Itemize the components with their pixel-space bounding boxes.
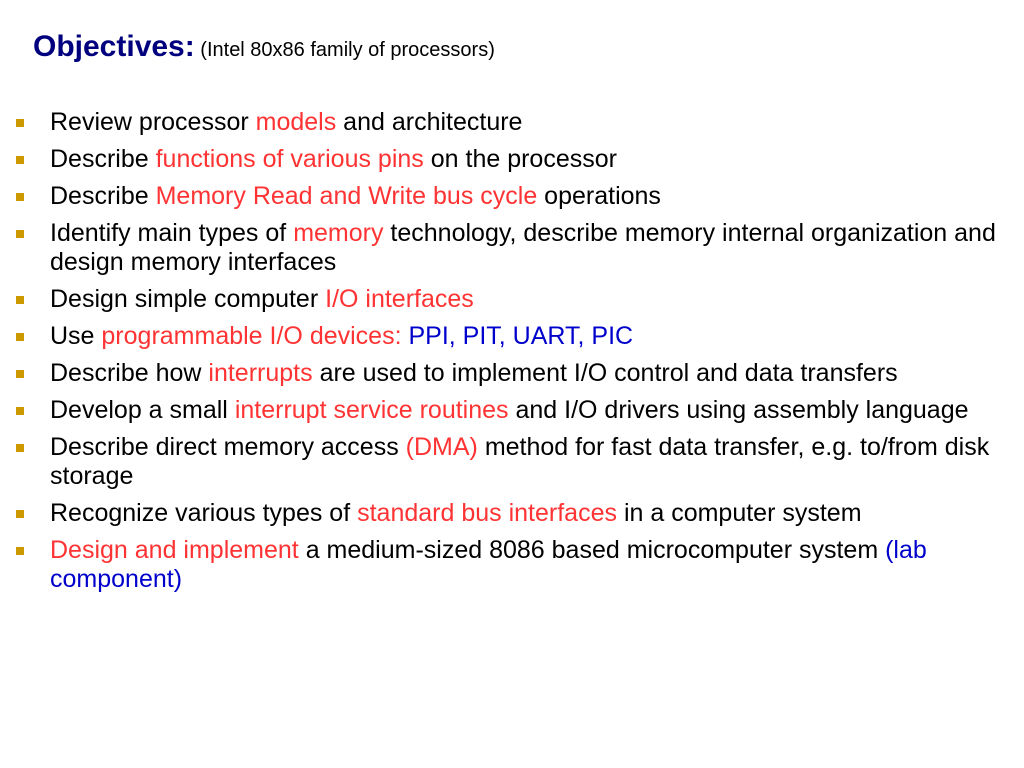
square-bullet-icon bbox=[16, 510, 24, 518]
objective-text-segment: interrupt service routines bbox=[234, 396, 509, 424]
objective-text-segment: method for fast data transfer, e.g. to/f… bbox=[50, 433, 990, 490]
square-bullet-icon bbox=[16, 119, 24, 127]
square-bullet-icon bbox=[16, 370, 24, 378]
objective-text-segment: in a computer system bbox=[617, 499, 862, 527]
objective-item: Describe direct memory access (DMA) meth… bbox=[16, 433, 1016, 491]
objective-text-segment: Use bbox=[50, 322, 102, 350]
title-main: Objectives: bbox=[33, 30, 195, 63]
objective-text-segment: are used to implement I/O control and da… bbox=[312, 359, 898, 387]
objective-text-segment: I/O interfaces bbox=[325, 285, 474, 313]
objective-item: Design and implement a medium-sized 8086… bbox=[16, 536, 1016, 594]
square-bullet-icon bbox=[16, 407, 24, 415]
objective-text-segment: technology, describe memory internal org… bbox=[50, 219, 996, 276]
objective-item: Develop a small interrupt service routin… bbox=[16, 396, 1016, 425]
slide-title: Objectives: (Intel 80x86 family of proce… bbox=[33, 30, 495, 64]
objective-text-segment: operations bbox=[537, 182, 661, 210]
objective-text-segment: Review processor bbox=[50, 108, 256, 136]
title-subtitle: (Intel 80x86 family of processors) bbox=[194, 39, 495, 61]
square-bullet-icon bbox=[16, 230, 24, 238]
objective-text-segment: a medium-sized 8086 based microcomputer … bbox=[298, 536, 886, 564]
square-bullet-icon bbox=[16, 333, 24, 341]
objective-text-segment: Recognize various types of bbox=[50, 499, 358, 527]
objective-item: Describe functions of various pins on th… bbox=[16, 145, 1016, 174]
objective-text-segment: functions of various pins bbox=[155, 145, 424, 173]
objective-text-segment: and architecture bbox=[336, 108, 523, 136]
objective-text-segment: models bbox=[255, 108, 337, 136]
objective-text-segment: interrupts bbox=[208, 359, 313, 387]
objective-text-segment: (DMA) bbox=[405, 433, 478, 461]
objective-text-segment: Identify main types of bbox=[50, 219, 294, 247]
square-bullet-icon bbox=[16, 547, 24, 555]
objective-text-segment: and I/O drivers using assembly language bbox=[508, 396, 969, 424]
objective-item: Review processor models and architecture bbox=[16, 108, 1016, 137]
objective-text-segment: Design and implement bbox=[50, 536, 299, 564]
objective-text-segment: standard bus interfaces bbox=[357, 499, 617, 527]
objective-text-segment: Design simple computer bbox=[50, 285, 326, 313]
objective-text-segment: programmable I/O devices: bbox=[101, 322, 409, 350]
square-bullet-icon bbox=[16, 444, 24, 452]
objective-item: Use programmable I/O devices: PPI, PIT, … bbox=[16, 322, 1016, 351]
objective-text-segment: Describe bbox=[50, 145, 156, 173]
objective-text-segment: (lab component) bbox=[50, 536, 927, 593]
objective-item: Identify main types of memory technology… bbox=[16, 219, 1016, 277]
square-bullet-icon bbox=[16, 296, 24, 304]
objective-item: Recognize various types of standard bus … bbox=[16, 499, 1016, 528]
objective-item: Design simple computer I/O interfaces bbox=[16, 285, 1016, 314]
objective-text-segment: on the processor bbox=[423, 145, 617, 173]
square-bullet-icon bbox=[16, 193, 24, 201]
objectives-list: Review processor models and architecture… bbox=[16, 108, 1016, 602]
objective-text-segment: Describe how bbox=[50, 359, 209, 387]
objective-text-segment: Develop a small bbox=[50, 396, 235, 424]
objective-text-segment: Describe direct memory access bbox=[50, 433, 406, 461]
objective-item: Describe how interrupts are used to impl… bbox=[16, 359, 1016, 388]
objective-item: Describe Memory Read and Write bus cycle… bbox=[16, 182, 1016, 211]
objective-text-segment: Describe bbox=[50, 182, 156, 210]
objective-text-segment: memory bbox=[293, 219, 384, 247]
square-bullet-icon bbox=[16, 156, 24, 164]
objective-text-segment: Memory Read and Write bus cycle bbox=[155, 182, 538, 210]
objective-text-segment: PPI, PIT, UART, PIC bbox=[408, 322, 634, 350]
